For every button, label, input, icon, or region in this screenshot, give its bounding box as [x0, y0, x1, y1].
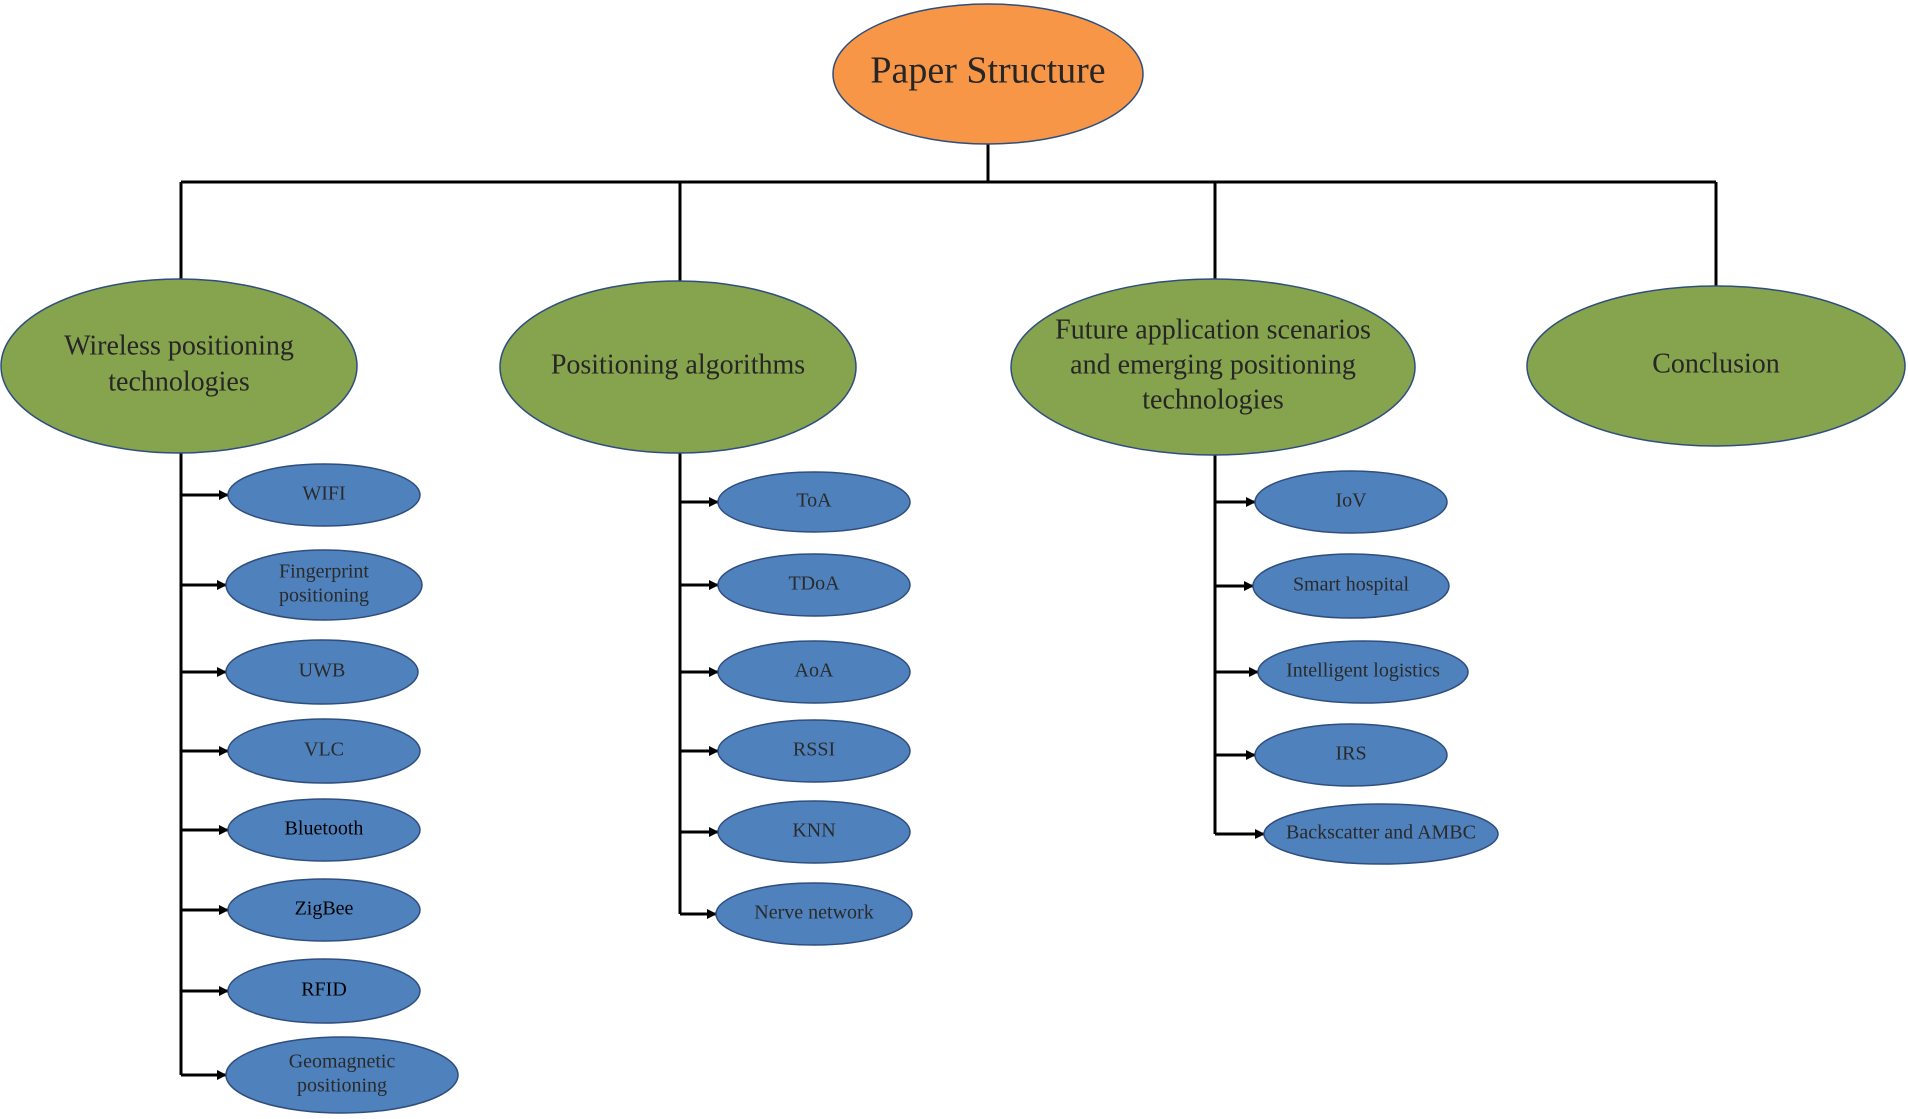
leaf-node: [717, 471, 911, 533]
leaf-node: [1254, 723, 1448, 787]
leaf-label: VLC: [304, 739, 344, 761]
leaf-label: IoV: [1335, 490, 1367, 512]
leaf-label-line: RFID: [301, 979, 347, 1001]
leaf-label-line: Smart hospital: [1293, 574, 1410, 596]
connector-lines: [179, 144, 1718, 1080]
leaf-node: [717, 640, 911, 704]
leaf-node: [717, 719, 911, 783]
root-label: Paper Structure: [870, 50, 1105, 92]
category-label: Future application scenarios and emerging…: [1055, 314, 1371, 415]
leaf-label-line: IoV: [1335, 490, 1367, 512]
leaf-node: [227, 958, 421, 1024]
leaf-label-line: RSSI: [793, 739, 835, 761]
leaf-node: [715, 882, 913, 946]
leaf-label: UWB: [299, 660, 346, 682]
leaf-node: [227, 463, 421, 527]
leaf-label: Nerve network: [754, 902, 873, 924]
leaf-node: [1254, 470, 1448, 534]
category-label-line: Positioning algorithms: [551, 349, 805, 380]
leaf-label-line: Geomagnetic: [289, 1051, 396, 1073]
leaf-label-line: Intelligent logistics: [1286, 660, 1440, 682]
leaf-label: ToA: [796, 490, 832, 512]
leaf-label-line: ToA: [796, 490, 832, 512]
leaf-label: Smart hospital: [1293, 574, 1410, 596]
category-label: Wireless positioning technologies: [64, 330, 294, 397]
leaf-label-line: Backscatter and AMBC: [1286, 822, 1476, 844]
leaf-node: [1257, 640, 1469, 704]
leaf-label-line: positioning: [297, 1075, 387, 1097]
category-label-line: Wireless positioning: [64, 330, 294, 361]
leaf-label-line: TDoA: [788, 573, 840, 595]
leaf-label: IRS: [1335, 743, 1366, 765]
category-label-line: Future application scenarios: [1055, 314, 1371, 345]
leaf-node: [227, 878, 421, 942]
leaf-node: [1252, 553, 1450, 619]
leaf-label-line: Nerve network: [754, 902, 873, 924]
leaf-label: WIFI: [302, 483, 345, 505]
leaf-label: KNN: [792, 820, 835, 842]
leaf-node: [717, 800, 911, 864]
category-node: [1010, 278, 1416, 456]
category-node: [0, 278, 358, 454]
leaf-label: TDoA: [788, 573, 840, 595]
leaf-label: Intelligent logistics: [1286, 660, 1440, 682]
leaf-label-line: Fingerprint: [279, 561, 369, 583]
leaf-label-line: IRS: [1335, 743, 1366, 765]
leaf-label-line: Bluetooth: [285, 818, 364, 840]
leaf-label-line: KNN: [792, 820, 835, 842]
leaf-label-line: positioning: [279, 585, 369, 607]
leaf-label-line: WIFI: [302, 483, 345, 505]
leaf-node: [225, 1036, 459, 1114]
leaf-label-line: AoA: [795, 660, 834, 682]
category-label-line: and emerging positioning: [1070, 349, 1356, 380]
leaf-label: RFID: [301, 979, 347, 1001]
leaf-label: AoA: [795, 660, 834, 682]
leaf-label: ZigBee: [295, 898, 354, 920]
category-label: Conclusion: [1652, 348, 1780, 379]
leaf-node: [225, 549, 423, 621]
category-node: [499, 280, 857, 454]
category-node: [1526, 285, 1906, 447]
category-label-line: technologies: [1142, 384, 1284, 415]
root-node: [832, 3, 1144, 145]
category-label-line: technologies: [108, 366, 250, 397]
leaf-label: RSSI: [793, 739, 835, 761]
leaf-label: Backscatter and AMBC: [1286, 822, 1476, 844]
category-label: Positioning algorithms: [551, 349, 805, 380]
category-label-line: Conclusion: [1652, 348, 1780, 379]
leaf-node: [717, 553, 911, 617]
leaf-label-line: ZigBee: [295, 898, 354, 920]
leaf-label-line: UWB: [299, 660, 346, 682]
leaf-node: [227, 798, 421, 862]
leaf-label-line: VLC: [304, 739, 344, 761]
leaf-node: [1263, 803, 1499, 865]
leaf-node: [227, 718, 421, 784]
leaf-label: Bluetooth: [285, 818, 364, 840]
leaf-node: [225, 639, 419, 705]
